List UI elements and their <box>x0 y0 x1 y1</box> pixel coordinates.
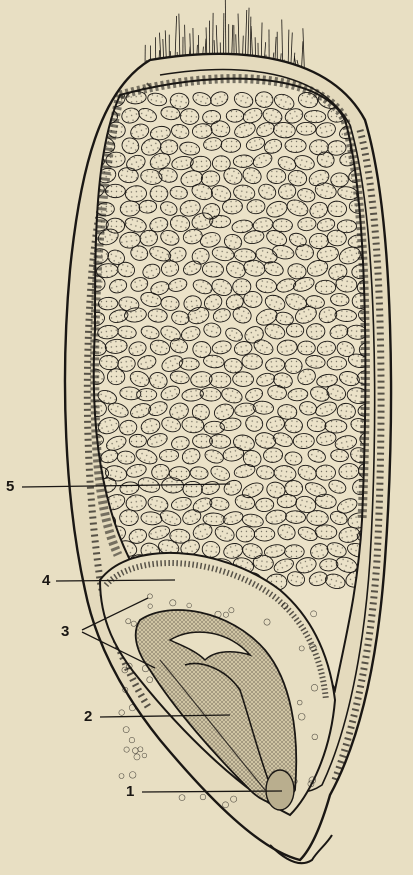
scutellum-cell <box>119 710 125 716</box>
starch-cell <box>273 218 293 232</box>
starch-cell <box>330 172 348 187</box>
starch-cell <box>233 372 254 387</box>
starch-cell <box>129 434 146 447</box>
scutellum-cell <box>179 795 185 801</box>
label-3: 3 <box>61 624 69 639</box>
scutellum-cell <box>124 747 129 752</box>
starch-cell <box>304 110 326 123</box>
starch-cell <box>285 138 306 152</box>
starch-cell <box>119 510 138 526</box>
scutellum-cell <box>200 794 206 800</box>
scutellum-cell <box>129 705 135 711</box>
radicle <box>266 770 294 810</box>
starch-cell <box>209 215 230 228</box>
starch-cell <box>358 94 380 109</box>
starch-cell <box>107 369 125 385</box>
starch-cell <box>296 122 316 135</box>
starch-cell <box>286 323 303 337</box>
scutellum-cell <box>129 737 135 743</box>
label-4: 4 <box>42 573 50 588</box>
starch-cell <box>315 525 337 540</box>
starch-cell <box>372 108 394 125</box>
starch-cell <box>315 280 336 294</box>
starch-cell <box>221 138 241 153</box>
starch-cell <box>226 109 244 122</box>
starch-cell <box>84 88 106 108</box>
label-2: 2 <box>84 709 92 724</box>
starch-cell <box>325 420 347 434</box>
starch-cell <box>98 297 118 310</box>
starch-cell <box>236 526 255 542</box>
starch-cell <box>150 186 168 202</box>
starch-cell <box>316 465 336 480</box>
starch-cell <box>183 481 203 497</box>
starch-cell <box>285 545 305 559</box>
label-5: 5 <box>6 479 14 494</box>
starch-cell <box>179 358 199 371</box>
scutellum-cell <box>142 753 147 758</box>
starch-cell <box>285 480 303 496</box>
starch-cell <box>327 356 347 370</box>
starch-cell <box>209 372 231 388</box>
scutellum-cell <box>138 747 143 752</box>
starch-cell <box>293 433 314 448</box>
hair-strand <box>302 41 303 68</box>
scutellum-cell <box>119 774 124 779</box>
starch-cell <box>137 389 157 401</box>
starch-cell <box>105 184 125 197</box>
scutellum-cell <box>134 754 140 760</box>
starch-cell <box>267 168 286 184</box>
scutellum-cell <box>132 748 138 754</box>
scutellum-cell <box>129 772 136 779</box>
hair-strand <box>303 28 304 68</box>
starch-cell <box>254 527 274 541</box>
label-1: 1 <box>126 784 134 799</box>
starch-cell <box>298 341 316 355</box>
starch-cell <box>285 358 303 374</box>
scutellum-cell <box>123 727 129 733</box>
